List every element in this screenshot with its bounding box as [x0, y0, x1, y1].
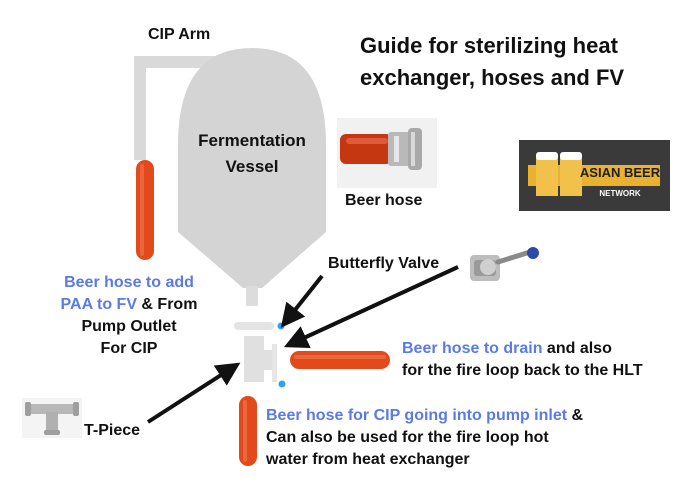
logo-line-1: ASIAN BEER [580, 165, 661, 180]
arrow-to-t-piece [146, 362, 241, 424]
cip-inlet-label-line-3: water from heat exchanger [266, 451, 470, 468]
beer-hose-caption: Beer hose [345, 192, 423, 209]
vessel-label-line-1: Fermentation [198, 131, 306, 150]
paa-label-line-1: Beer hose to add [64, 274, 194, 291]
asian-beer-network-logo: ASIAN BEER NETWORK [519, 140, 670, 211]
valve-dot-top [277, 322, 285, 330]
vessel-label: Fermentation Vessel [178, 128, 326, 180]
butterfly-valve-plate [234, 322, 274, 330]
vessel-outlet [246, 286, 258, 306]
butterfly-valve-label: Butterfly Valve [328, 255, 440, 272]
fermentation-vessel [178, 48, 326, 288]
t-piece-branch [262, 350, 274, 370]
paa-hose [136, 160, 154, 260]
guide-title: Guide for sterilizing heat exchanger, ho… [360, 30, 695, 94]
paa-label-line-4: For CIP [100, 340, 158, 357]
drain-label: Beer hose to drain and also for the fire… [402, 338, 692, 382]
arrow-to-valve-plate [280, 274, 324, 328]
cip-inlet-label-line-1-blue: Beer hose for CIP going into pump inlet [266, 407, 568, 424]
drain-label-line-1-blue: Beer hose to drain [402, 340, 543, 357]
drain-label-line-1-black: and also [542, 340, 612, 357]
paa-label-line-2-blue: PAA to FV [60, 296, 137, 313]
cip-arm-label: CIP Arm [148, 26, 211, 43]
valve-dot-bottom [278, 380, 286, 388]
drain-hose [290, 351, 390, 369]
cip-inlet-label-line-2: Can also be used for the fire loop hot [266, 429, 549, 446]
guide-title-line-2: exchanger, hoses and FV [360, 65, 625, 90]
guide-title-line-1: Guide for sterilizing heat [360, 33, 618, 58]
paa-label-line-2-black: & From [136, 296, 198, 313]
t-piece-image [22, 398, 82, 438]
t-piece-body [244, 336, 264, 382]
logo-line-2: NETWORK [599, 189, 641, 198]
cip-inlet-label: Beer hose for CIP going into pump inlet … [266, 405, 686, 471]
cip-arm-pipe [134, 56, 215, 160]
paa-label: Beer hose to add PAA to FV & From Pump O… [40, 272, 218, 360]
cip-inlet-hose [239, 396, 257, 466]
paa-label-line-3: Pump Outlet [81, 318, 177, 335]
cip-inlet-label-line-1-black: & [567, 407, 584, 424]
t-piece-label: T-Piece [84, 422, 141, 439]
vessel-label-line-2: Vessel [225, 157, 279, 176]
butterfly-valve-image [468, 240, 544, 292]
beer-hose-image [337, 118, 437, 188]
drain-label-line-2: for the fire loop back to the HLT [402, 362, 643, 379]
arrow-to-valve-branch [283, 265, 459, 349]
